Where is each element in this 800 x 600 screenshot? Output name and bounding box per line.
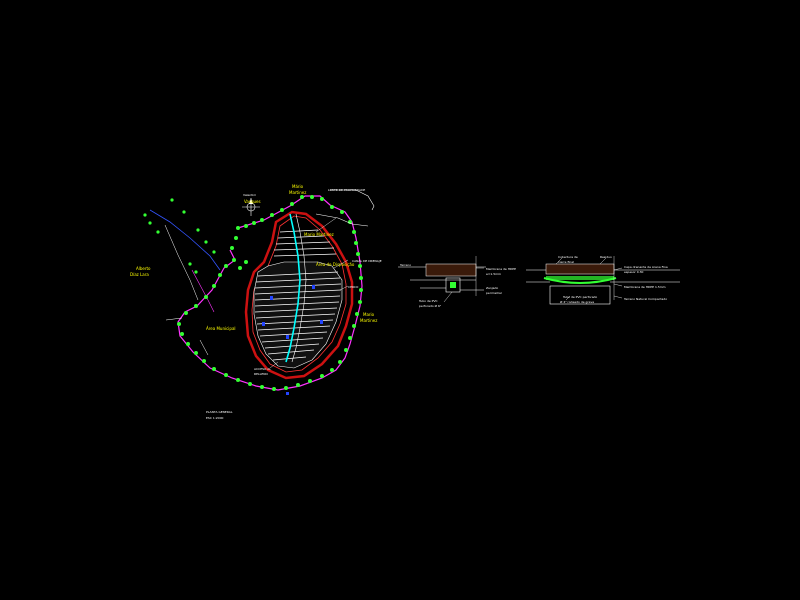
s1-label-trench-2: perimetral bbox=[486, 291, 502, 295]
s2-label-drain-layer-1: Capa drenante de Arena Fina bbox=[624, 265, 668, 269]
s2-label-waste: Residuo bbox=[600, 255, 612, 259]
label-area: Área Municipal bbox=[206, 326, 236, 331]
external-lot-line bbox=[164, 224, 199, 301]
leader-lines bbox=[555, 257, 623, 301]
drainage-channel-edge bbox=[291, 213, 307, 363]
label-left-owner-1: Alberto bbox=[136, 266, 151, 271]
terrace-lines bbox=[254, 271, 342, 361]
plan-scale: ESC 1:2000 bbox=[206, 416, 223, 420]
label-right-owner-2: Martinez bbox=[360, 318, 377, 323]
leader-line bbox=[443, 291, 453, 303]
label-left-owner-2: Díaz Lara bbox=[130, 272, 149, 277]
soil-layer bbox=[425, 263, 477, 277]
section-detail-2: Cobertura de cierre final Residuo Capa d… bbox=[526, 255, 680, 305]
s1-label-terrain: Terreno bbox=[399, 263, 411, 267]
drainage-layer bbox=[546, 276, 614, 280]
label-top-owner-1: Mário bbox=[292, 184, 304, 189]
access-road bbox=[330, 189, 375, 211]
s2-label-cover-2: cierre final bbox=[558, 260, 574, 264]
plan-title: PLANTA GENERAL bbox=[206, 410, 233, 414]
label-right-annot-1: CANAL DE DRENAJE bbox=[352, 259, 382, 263]
label-right-annot-2: CERCO bbox=[348, 285, 359, 289]
s2-label-membrane: Membrana de HDPE 1.5mm bbox=[624, 285, 666, 289]
label-bottom-annot-1: ACCESO AL bbox=[254, 367, 271, 371]
label-top-owner-2: Martinez bbox=[289, 190, 306, 195]
s2-label-drain-layer-2: espesor 0.30 bbox=[624, 270, 644, 274]
soil-cap-layer bbox=[545, 263, 615, 275]
gravel-trench bbox=[549, 285, 611, 305]
external-lot-line bbox=[149, 209, 221, 271]
label-bottom-annot-2: RELLENO bbox=[254, 372, 268, 376]
drainage-channel bbox=[285, 213, 301, 363]
terraced-disposal-area bbox=[253, 261, 343, 369]
label-top-annot: LIMITE DE PROPRIEDADE bbox=[328, 188, 365, 192]
monitoring-points bbox=[262, 285, 323, 395]
s1-label-membrane-2: e=1.5mm bbox=[486, 272, 501, 276]
leader-lines bbox=[269, 217, 349, 369]
s2-label-pipe-1: Tubo de PVC perforado bbox=[562, 295, 597, 299]
label-north-2: Vasques bbox=[244, 199, 261, 204]
access-road bbox=[315, 213, 369, 227]
embankment-outline bbox=[244, 210, 354, 380]
label-inner-1: Mario Martinez bbox=[304, 232, 334, 237]
trench-pipe bbox=[450, 282, 456, 288]
boundary-vegetation bbox=[143, 195, 363, 391]
external-lot-line bbox=[165, 317, 183, 321]
s1-label-trench-1: Zanjado bbox=[486, 286, 498, 290]
section-detail-1: Terreno Membrana de HDPE e=1.5mm Zanjado… bbox=[398, 256, 516, 308]
s1-label-pipe-2: perforado Ø 6" bbox=[419, 303, 442, 308]
label-right-owner-1: Mario bbox=[363, 312, 375, 317]
label-north-1: Valentim bbox=[243, 193, 256, 197]
label-inner-2: Área de Disposição bbox=[316, 262, 355, 267]
s1-label-membrane-1: Membrana de HDPE bbox=[486, 267, 516, 271]
s2-label-terrain: Terreno Natural Compactado bbox=[623, 297, 667, 301]
north-arrow-icon bbox=[242, 198, 260, 216]
s2-label-pipe-2: Ø 4" rodeado de grava bbox=[560, 299, 594, 304]
site-plan: Valentim Vasques Mário Martinez LIMITE D… bbox=[130, 184, 382, 420]
s1-label-pipe-1: Tubo de PVC bbox=[418, 299, 438, 303]
s2-label-cover-1: Cobertura de bbox=[558, 255, 578, 259]
external-lot-line bbox=[191, 269, 215, 313]
external-lot-line bbox=[199, 339, 209, 356]
trench bbox=[445, 277, 461, 293]
